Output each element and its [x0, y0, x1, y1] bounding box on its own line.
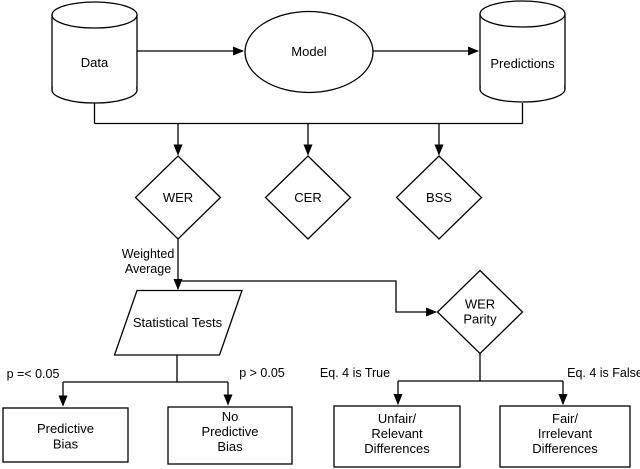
- fair-irrelevant-line2: Irrelevant: [538, 426, 593, 441]
- node-model: Model: [244, 10, 374, 94]
- edge-branch-to-wer-parity: [178, 280, 438, 317]
- statistical-tests-label: Statistical Tests: [133, 315, 223, 330]
- weighted-average-label-line2: Average: [125, 262, 171, 276]
- predictive-bias-line2: Bias: [53, 437, 79, 452]
- cer-label: CER: [294, 190, 321, 205]
- p-greater-label: p > 0.05: [239, 366, 285, 380]
- node-statistical-tests: Statistical Tests: [113, 289, 243, 356]
- no-predictive-bias-line3: Bias: [217, 439, 243, 454]
- wer-parity-label-line2: Parity: [463, 312, 497, 327]
- node-data: Data: [51, 1, 138, 104]
- node-cer: CER: [264, 155, 352, 240]
- edge-wer-parity-split: [398, 353, 563, 382]
- node-bss: BSS: [395, 155, 483, 240]
- eq4-true-label: Eq. 4 is True: [320, 366, 390, 380]
- node-no-predictive-bias: No Predictive Bias: [167, 406, 293, 465]
- node-predictions: Predictions: [479, 0, 566, 103]
- wer-parity-label-line1: WER: [465, 297, 495, 312]
- node-wer: WER: [134, 155, 222, 240]
- fair-irrelevant-line1: Fair/: [552, 411, 578, 426]
- eq4-false-label: Eq. 4 is False: [567, 366, 640, 380]
- node-fair-irrelevant-differences: Fair/ Irrelevant Differences: [499, 405, 631, 468]
- node-unfair-relevant-differences: Unfair/ Relevant Differences: [333, 405, 461, 468]
- predictive-bias-line1: Predictive: [37, 421, 94, 436]
- predictions-label: Predictions: [490, 56, 555, 71]
- fair-irrelevant-line3: Differences: [532, 441, 598, 456]
- bss-label: BSS: [426, 190, 452, 205]
- data-label: Data: [81, 55, 109, 70]
- no-predictive-bias-line2: Predictive: [201, 424, 258, 439]
- weighted-average-label-line1: Weighted: [122, 247, 175, 261]
- node-predictive-bias: Predictive Bias: [2, 407, 129, 463]
- edge-stat-tests-split: [63, 355, 228, 383]
- node-wer-parity: WER Parity: [436, 269, 524, 355]
- unfair-relevant-line3: Differences: [364, 441, 430, 456]
- unfair-relevant-line1: Unfair/: [378, 411, 417, 426]
- p-less-equal-label: p =< 0.05: [7, 367, 60, 381]
- wer-label: WER: [163, 190, 193, 205]
- unfair-relevant-line2: Relevant: [371, 426, 423, 441]
- no-predictive-bias-line1: No: [222, 409, 239, 424]
- model-label: Model: [291, 44, 327, 59]
